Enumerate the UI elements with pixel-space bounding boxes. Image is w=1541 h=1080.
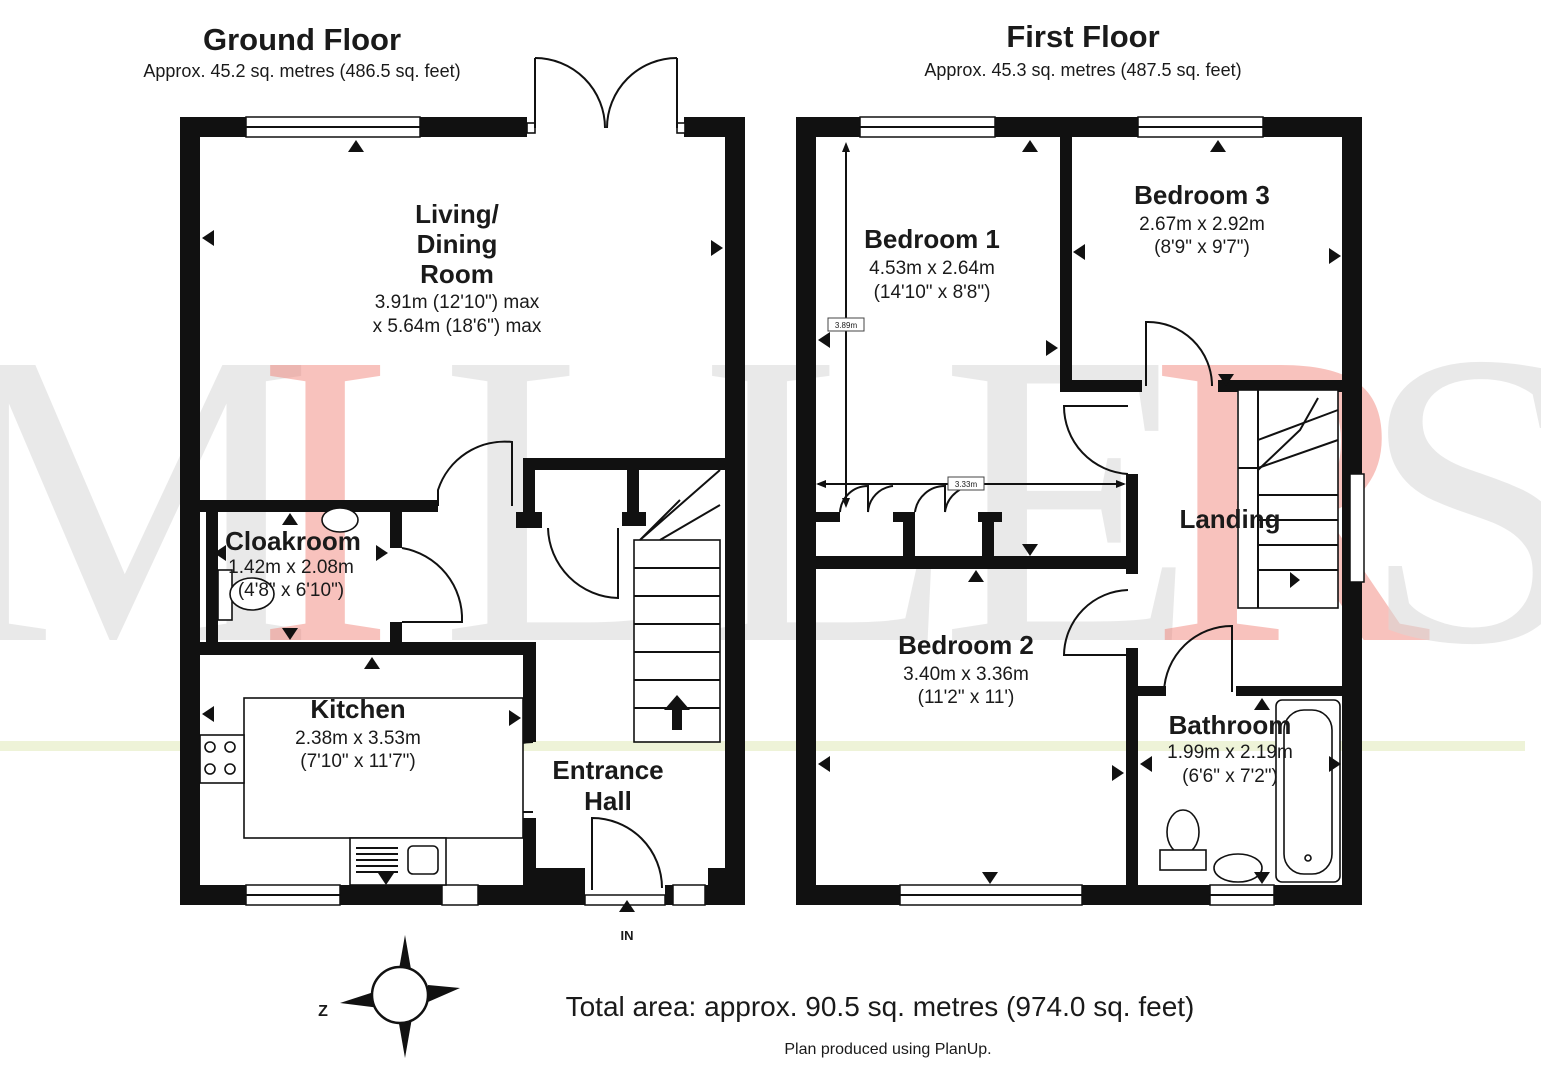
living-room-label-3: Room: [420, 259, 494, 289]
wall: [516, 512, 542, 528]
wall: [1126, 648, 1138, 888]
wall: [627, 458, 639, 524]
wall: [816, 556, 1136, 569]
wall: [725, 117, 745, 905]
wall: [1060, 130, 1072, 386]
bedroom1-dimension-2: (14'10" x 8'8"): [874, 282, 991, 303]
window: [672, 884, 706, 906]
bedroom3-dimension-2: (8'9" x 9'7"): [1154, 237, 1250, 258]
staircase: [633, 469, 721, 743]
wc: [1166, 809, 1200, 855]
entry-arrow: [619, 900, 635, 912]
wall: [180, 117, 200, 905]
door-swing: [1062, 405, 1129, 475]
entrance-hall-label-2: Hall: [584, 786, 632, 816]
wall: [198, 642, 536, 655]
bedroom1-label: Bedroom 1: [864, 224, 1000, 254]
wc: [229, 577, 275, 611]
wall: [523, 458, 535, 526]
basin: [1213, 853, 1263, 883]
living-room-dimension-1: 3.91m (12'10") max: [375, 292, 540, 313]
ground-floor-plan: Ground Floor Approx. 45.2 sq. metres (48…: [143, 22, 745, 943]
door-swing: [547, 527, 619, 600]
ground-floor-title: Ground Floor: [203, 22, 401, 57]
landing-label: Landing: [1179, 504, 1280, 534]
basin: [321, 507, 359, 533]
front-door-swing: [591, 816, 663, 890]
wc-cistern: [1159, 849, 1207, 871]
kitchen-dimension-1: 2.38m x 3.53m: [295, 728, 421, 749]
watermark-letter-s: S: [1360, 266, 1541, 731]
bedroom3-dimension-1: 2.67m x 2.92m: [1139, 214, 1265, 235]
wall: [796, 117, 816, 905]
french-doors: [526, 57, 686, 134]
wall: [206, 512, 218, 642]
wall: [1236, 686, 1344, 696]
kitchen-dimension-2: (7'10" x 11'7"): [300, 751, 415, 772]
wall: [390, 622, 402, 648]
living-room-label-2: Dining: [417, 229, 498, 259]
entrance-hall-label-1: Entrance: [552, 755, 663, 785]
wall: [523, 642, 536, 742]
plan-credit: Plan produced using PlanUp.: [784, 1041, 991, 1058]
kitchen-island: [243, 697, 524, 839]
watermark-band: [0, 741, 1525, 751]
cloakroom-label: Cloakroom: [225, 526, 361, 556]
wall: [1126, 474, 1138, 574]
dimension-arrow: [711, 240, 723, 256]
staircase: [1237, 389, 1339, 609]
bathroom-dimension-2: (6'6" x 7'2"): [1182, 766, 1278, 787]
measure-label-bedroom1: 3.89m: [835, 321, 858, 330]
ground-floor-area: Approx. 45.2 sq. metres (486.5 sq. feet): [143, 61, 460, 81]
entry-label: IN: [621, 928, 634, 943]
wall: [1218, 380, 1344, 392]
first-floor-area: Approx. 45.3 sq. metres (487.5 sq. feet): [924, 60, 1241, 80]
wall: [622, 512, 646, 526]
bathroom-label: Bathroom: [1169, 710, 1292, 740]
bedroom3-label: Bedroom 3: [1134, 180, 1270, 210]
bedroom2-label: Bedroom 2: [898, 630, 1034, 660]
wall: [523, 818, 536, 890]
window: [441, 884, 479, 906]
wall: [198, 500, 438, 512]
first-floor-plan: 3.89m 3.33m: [796, 19, 1365, 906]
door-swing: [401, 547, 464, 623]
window: [1349, 473, 1365, 583]
total-area: Total area: approx. 90.5 sq. metres (974…: [566, 991, 1195, 1022]
bedroom1-dimension-1: 4.53m x 2.64m: [869, 258, 995, 279]
compass-icon: Z: [318, 935, 460, 1058]
bedroom2-dimension-1: 3.40m x 3.36m: [903, 664, 1029, 685]
door-swing: [437, 440, 513, 506]
bathroom-dimension-1: 1.99m x 2.19m: [1167, 742, 1293, 763]
compass-label: Z: [318, 1003, 328, 1020]
door-swing: [1163, 624, 1233, 693]
first-floor-title: First Floor: [1006, 19, 1159, 54]
door-swing: [1062, 589, 1129, 656]
wall: [390, 500, 402, 548]
cloakroom-dimension-2: (4'8" x 6'10"): [238, 580, 344, 601]
cloakroom-dimension-1: 1.42m x 2.08m: [228, 557, 354, 578]
wall: [527, 868, 585, 888]
dimension-arrow: [202, 230, 214, 246]
living-room-label-1: Living/: [415, 199, 499, 229]
hob: [199, 734, 245, 784]
wall: [1126, 686, 1166, 696]
door-swing: [1145, 320, 1213, 387]
wall: [708, 868, 728, 888]
dimension-arrow: [348, 140, 364, 152]
wall: [523, 458, 725, 470]
bedroom2-dimension-2: (11'2" x 11'): [918, 687, 1015, 708]
living-room-dimension-2: x 5.64m (18'6") max: [373, 316, 542, 337]
wall: [1060, 380, 1142, 392]
measure-label-wardrobe: 3.33m: [955, 480, 978, 489]
kitchen-label: Kitchen: [310, 694, 405, 724]
